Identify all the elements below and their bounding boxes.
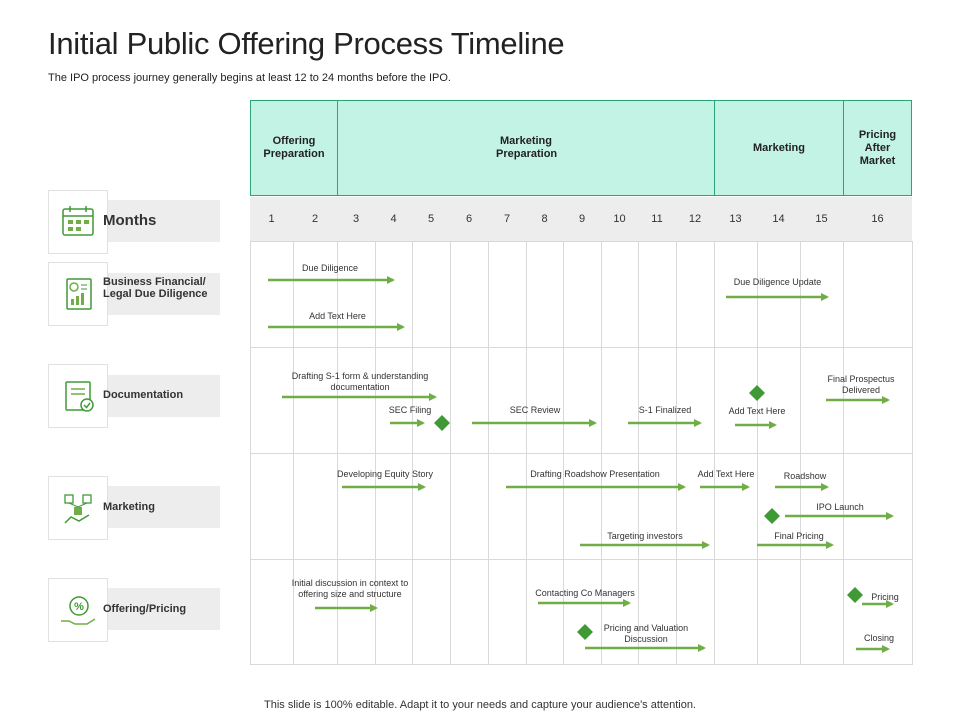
- task-add-text-1: Add Text Here: [309, 311, 366, 321]
- month-16: 16: [871, 213, 884, 225]
- task-equity-story: Developing Equity Story: [336, 469, 434, 479]
- task-sec-filing: SEC Filing: [388, 405, 432, 415]
- month-6: 6: [465, 213, 473, 225]
- task-pricing: Pricing: [871, 592, 899, 602]
- footer-note: This slide is 100% editable. Adapt it to…: [264, 699, 696, 711]
- phase-pricing-after-market: Pricing After Market: [843, 100, 912, 196]
- svg-text:%: %: [74, 601, 84, 613]
- task-due-diligence: Due Diligence: [301, 263, 359, 273]
- page-subtitle: The IPO process journey generally begins…: [48, 72, 451, 84]
- month-1: 1: [268, 213, 275, 225]
- month-12: 12: [688, 213, 702, 225]
- task-ipo-launch: IPO Launch: [816, 502, 864, 512]
- percent-hand-icon: %: [48, 578, 108, 642]
- task-pricing-valuation: Pricing and Valuation Discussion: [603, 623, 689, 644]
- milestone-pricing-valuation: [577, 624, 593, 640]
- row-label-marketing: Marketing: [103, 501, 155, 513]
- task-final-pricing: Final Pricing: [774, 531, 824, 541]
- month-5: 5: [427, 213, 435, 225]
- marketing-network-icon: [48, 476, 108, 540]
- month-3: 3: [352, 213, 360, 225]
- task-add-text-3: Add Text Here: [697, 469, 755, 479]
- task-s1-finalized: S-1 Finalized: [638, 405, 692, 415]
- task-sec-review: SEC Review: [509, 405, 561, 415]
- month-11: 11: [651, 213, 663, 225]
- milestone-s1: [749, 385, 765, 401]
- task-contacting-managers: Contacting Co Managers: [535, 588, 635, 598]
- task-add-text-2: Add Text Here: [728, 406, 786, 416]
- task-closing: Closing: [863, 633, 894, 643]
- task-targeting-investors: Targeting investors: [607, 531, 683, 541]
- grid-row-line: [250, 347, 913, 348]
- row-label-due-diligence: Business Financial/ Legal Due Diligence: [103, 276, 208, 300]
- grid-row-line: [250, 241, 913, 242]
- phase-offering-preparation: Offering Preparation: [250, 100, 338, 196]
- month-2: 2: [311, 213, 319, 225]
- row-label-documentation: Documentation: [103, 389, 184, 401]
- month-15: 15: [815, 213, 828, 225]
- row-label-offering-pricing: Offering/Pricing: [103, 603, 187, 615]
- grid-row-line: [250, 559, 913, 560]
- phase-marketing-preparation: Marketing Preparation: [337, 100, 715, 196]
- page-title: Initial Public Offering Process Timeline: [48, 26, 565, 61]
- grid-row-line: [250, 453, 913, 454]
- grid-row-line: [250, 664, 913, 665]
- document-check-icon: [48, 364, 108, 428]
- task-initial-discussion: Initial discussion in context to offerin…: [291, 578, 409, 599]
- milestone-sec-filing: [434, 415, 450, 431]
- financial-report-icon: [48, 262, 108, 326]
- month-4: 4: [390, 213, 397, 225]
- month-14: 14: [772, 213, 785, 225]
- task-due-diligence-update: Due Diligence Update: [733, 277, 822, 287]
- phase-marketing: Marketing: [714, 100, 844, 196]
- task-roadshow: Roadshow: [783, 471, 827, 481]
- row-label-months: Months: [103, 212, 157, 229]
- milestone-pricing: [847, 587, 863, 603]
- month-13: 13: [729, 213, 742, 225]
- month-8: 8: [541, 213, 548, 225]
- milestone-ipo-launch: [764, 508, 780, 524]
- calendar-icon: [48, 190, 108, 254]
- months-band: [250, 197, 912, 241]
- month-10: 10: [613, 213, 626, 225]
- month-7: 7: [503, 213, 511, 225]
- task-drafting-s1: Drafting S-1 form & understanding docume…: [291, 371, 429, 392]
- task-roadshow-presentation: Drafting Roadshow Presentation: [530, 469, 660, 479]
- month-9: 9: [578, 213, 586, 225]
- task-final-prospectus: Final Prospectus Delivered: [827, 374, 895, 395]
